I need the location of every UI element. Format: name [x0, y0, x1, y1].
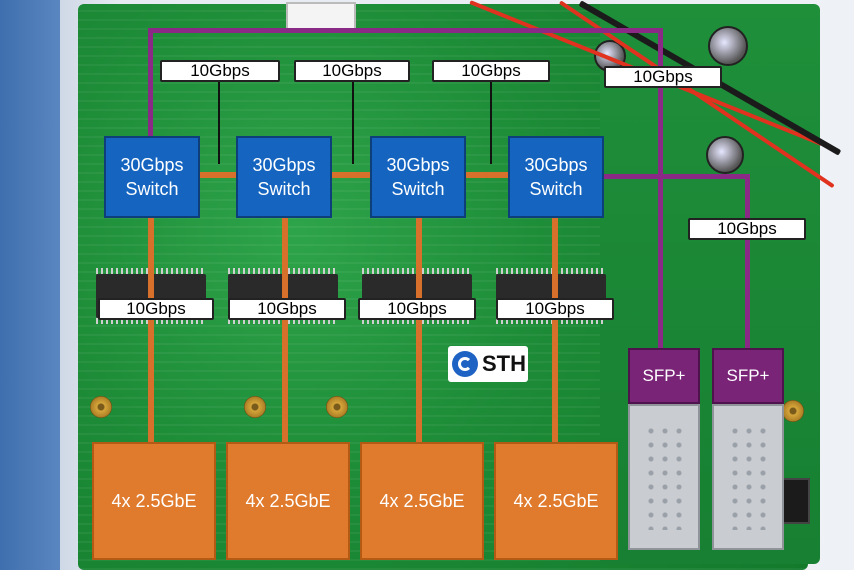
- link-speed-label: 10Gbps: [294, 60, 410, 82]
- screw: [244, 396, 266, 418]
- orange-link: [464, 172, 508, 178]
- switch-type: Switch: [391, 179, 445, 199]
- port-group-4: 4x 2.5GbE: [494, 442, 618, 560]
- capacitor: [706, 136, 744, 174]
- purple-link-top: [148, 28, 662, 33]
- switch-chip-4: 30Gbps Switch: [508, 136, 604, 218]
- link-speed-label: 10Gbps: [358, 298, 476, 320]
- orange-down-link: [148, 218, 154, 444]
- arrow-line: [490, 80, 492, 164]
- port-group-3: 4x 2.5GbE: [360, 442, 484, 560]
- switch-chip-1: 30Gbps Switch: [104, 136, 200, 218]
- pin-header: [780, 478, 810, 524]
- sth-logo-icon: [452, 351, 478, 377]
- screw: [90, 396, 112, 418]
- switch-type: Switch: [257, 179, 311, 199]
- sfp-cage: [712, 404, 784, 550]
- purple-link-left: [148, 28, 153, 136]
- link-speed-label: 10Gbps: [496, 298, 614, 320]
- orange-down-link: [282, 218, 288, 444]
- switch-chip-3: 30Gbps Switch: [370, 136, 466, 218]
- sfp-cage: [628, 404, 700, 550]
- arrow-line: [352, 80, 354, 164]
- link-speed-label: 10Gbps: [98, 298, 214, 320]
- orange-down-link: [552, 218, 558, 444]
- sfp-port-2: SFP+: [712, 348, 784, 404]
- sth-logo-text: STH: [482, 351, 526, 376]
- port-group-2: 4x 2.5GbE: [226, 442, 350, 560]
- purple-link-sfp1: [658, 28, 663, 350]
- switch-speed: 30Gbps: [120, 155, 184, 175]
- link-speed-label: 10Gbps: [604, 66, 722, 88]
- sth-logo: STH: [448, 346, 528, 382]
- switch-chip-2: 30Gbps Switch: [236, 136, 332, 218]
- switch-type: Switch: [125, 179, 179, 199]
- screw: [782, 400, 804, 422]
- screw: [326, 396, 348, 418]
- white-connector: [286, 2, 356, 30]
- link-speed-label: 10Gbps: [228, 298, 346, 320]
- purple-link-right: [600, 174, 750, 179]
- switch-speed: 30Gbps: [386, 155, 450, 175]
- arrow-line: [218, 80, 220, 164]
- orange-link: [330, 172, 370, 178]
- switch-type: Switch: [529, 179, 583, 199]
- link-speed-label: 10Gbps: [688, 218, 806, 240]
- capacitor: [708, 26, 748, 66]
- switch-speed: 30Gbps: [524, 155, 588, 175]
- orange-down-link: [416, 218, 422, 444]
- port-group-1: 4x 2.5GbE: [92, 442, 216, 560]
- purple-link-sfp2: [745, 174, 750, 350]
- sfp-port-1: SFP+: [628, 348, 700, 404]
- orange-link: [198, 172, 238, 178]
- switch-speed: 30Gbps: [252, 155, 316, 175]
- link-speed-label: 10Gbps: [432, 60, 550, 82]
- link-speed-label: 10Gbps: [160, 60, 280, 82]
